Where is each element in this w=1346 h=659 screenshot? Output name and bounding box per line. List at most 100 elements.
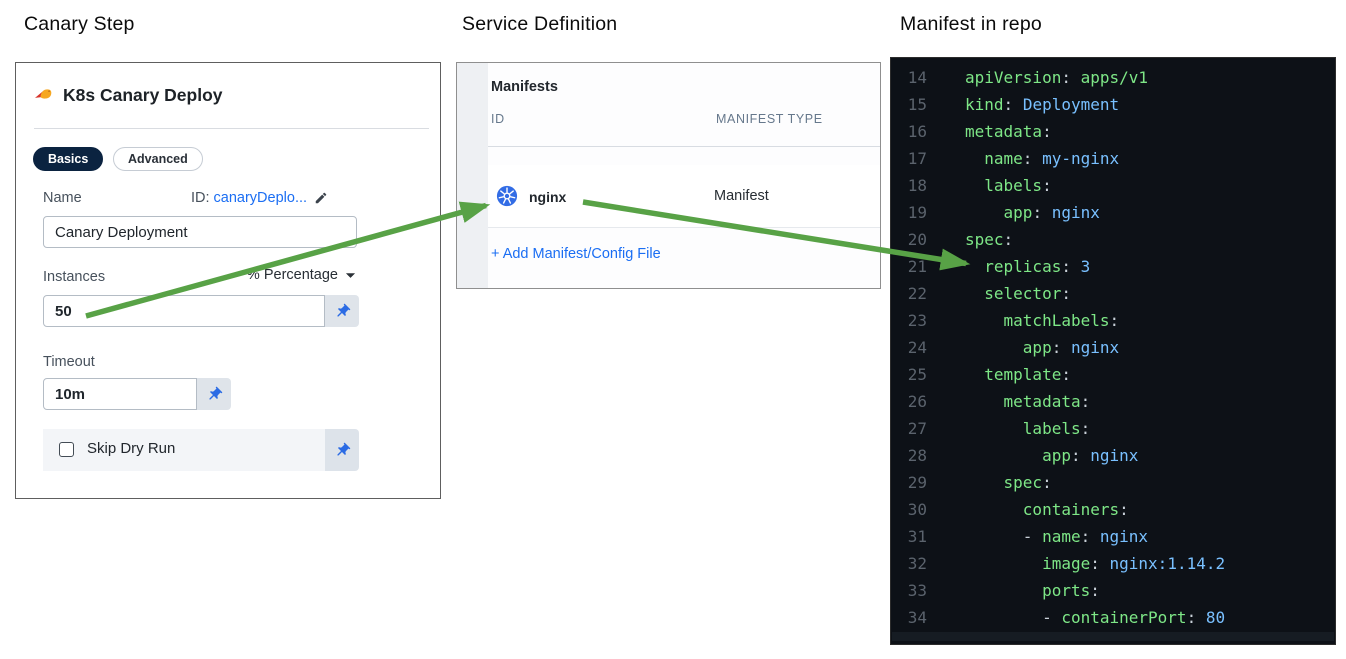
timeout-label: Timeout (43, 354, 95, 370)
manifest-id: nginx (529, 189, 567, 205)
line-number: 16 (907, 122, 927, 141)
code-text: app: nginx (1022, 338, 1120, 357)
percentage-dropdown-value: % Percentage (246, 267, 338, 283)
code-text: app: nginx (1042, 446, 1139, 465)
percentage-dropdown[interactable]: % Percentage (209, 267, 356, 283)
pin-button-timeout[interactable] (197, 378, 231, 410)
canary-bird-icon (34, 87, 53, 104)
timeout-input[interactable] (43, 378, 197, 410)
code-line: 21 replicas: 3 (891, 253, 1335, 280)
line-number: 18 (907, 176, 927, 195)
panel-left-gutter (457, 63, 488, 288)
line-number: 26 (907, 392, 927, 411)
manifest-row[interactable]: nginx Manifest (488, 165, 880, 228)
step-id-label: ID: (191, 190, 210, 206)
code-line: 26 metadata: (891, 388, 1335, 415)
kubernetes-icon (496, 185, 518, 207)
code-line: 28 app: nginx (891, 442, 1335, 469)
code-line: 31 - name: nginx (891, 523, 1335, 550)
pushpin-icon (336, 303, 350, 316)
line-number: 31 (907, 527, 927, 546)
code-line: 23 matchLabels: (891, 307, 1335, 334)
code-text: spec: (965, 230, 1014, 249)
line-number: 23 (907, 311, 927, 330)
code-text: ports: (1042, 581, 1100, 600)
line-number: 22 (907, 284, 927, 303)
code-text: kind: Deployment (965, 95, 1120, 114)
column-header-manifest-type: MANIFEST TYPE (716, 112, 823, 126)
line-number: 19 (907, 203, 927, 222)
code-text: - name: nginx (1022, 527, 1149, 546)
code-line: 16 metadata: (891, 118, 1335, 145)
code-line: 14 apiVersion: apps/v1 (891, 64, 1335, 91)
heading-service-definition: Service Definition (462, 13, 618, 35)
code-text: selector: (984, 284, 1071, 303)
code-line: 24 app: nginx (891, 334, 1335, 361)
heading-canary-step: Canary Step (24, 13, 135, 35)
line-number: 17 (907, 149, 927, 168)
pushpin-icon (208, 386, 222, 399)
manifest-type: Manifest (714, 188, 769, 204)
code-text: - containerPort: 80 (1042, 608, 1226, 627)
code-line: 32 image: nginx:1.14.2 (891, 550, 1335, 577)
manifests-title: Manifests (491, 79, 558, 95)
code-text: metadata: (965, 122, 1052, 141)
pin-button-skip-dry-run[interactable] (325, 429, 359, 471)
code-line: 30 containers: (891, 496, 1335, 523)
code-line: 19 app: nginx (891, 199, 1335, 226)
name-input[interactable] (43, 216, 357, 248)
skip-dry-run-label: Skip Dry Run (87, 440, 176, 457)
line-number: 32 (907, 554, 927, 573)
pushpin-icon (336, 442, 350, 455)
step-id: ID: canaryDeplo... (191, 190, 328, 206)
step-title: K8s Canary Deploy (63, 85, 223, 105)
code-text: labels: (1022, 419, 1091, 438)
horizontal-scrollbar[interactable] (892, 632, 1334, 641)
line-number: 24 (907, 338, 927, 357)
tab-basics[interactable]: Basics (33, 147, 104, 171)
column-header-id: ID (491, 112, 505, 126)
edit-pencil-icon[interactable] (314, 191, 328, 205)
table-header-divider (488, 146, 880, 147)
pin-button-instances[interactable] (325, 295, 359, 327)
line-number: 25 (907, 365, 927, 384)
code-text: matchLabels: (1003, 311, 1120, 330)
step-id-link[interactable]: canaryDeplo... (213, 190, 308, 206)
code-line: 34 - containerPort: 80 (891, 604, 1335, 631)
skip-dry-run-checkbox[interactable] (59, 442, 74, 457)
code-text: apiVersion: apps/v1 (965, 68, 1149, 87)
code-line: 15 kind: Deployment (891, 91, 1335, 118)
line-number: 34 (907, 608, 927, 627)
code-line: 29 spec: (891, 469, 1335, 496)
name-label: Name (43, 190, 82, 206)
code-line: 22 selector: (891, 280, 1335, 307)
add-manifest-link[interactable]: + Add Manifest/Config File (491, 246, 661, 262)
line-number: 14 (907, 68, 927, 87)
code-line: 17 name: my-nginx (891, 145, 1335, 172)
code-line: 25 template: (891, 361, 1335, 388)
line-number: 21 (907, 257, 927, 276)
instances-input[interactable] (43, 295, 325, 327)
instances-label: Instances (43, 269, 106, 285)
code-line: 18 labels: (891, 172, 1335, 199)
line-number: 33 (907, 581, 927, 600)
service-definition-panel: Manifests ID MANIFEST TYPE (456, 62, 881, 289)
code-text: name: my-nginx (984, 149, 1120, 168)
heading-manifest-in-repo: Manifest in repo (900, 13, 1042, 35)
code-line: 27 labels: (891, 415, 1335, 442)
line-number: 28 (907, 446, 927, 465)
code-line: 33 ports: (891, 577, 1335, 604)
code-text: labels: (984, 176, 1052, 195)
code-text: image: nginx:1.14.2 (1042, 554, 1226, 573)
code-text: app: nginx (1003, 203, 1100, 222)
line-number: 27 (907, 419, 927, 438)
line-number: 15 (907, 95, 927, 114)
code-text: containers: (1022, 500, 1129, 519)
skip-dry-run-row: Skip Dry Run (43, 429, 325, 471)
canary-step-panel: K8s Canary Deploy Basics Advanced Name I… (15, 62, 441, 499)
tab-advanced[interactable]: Advanced (113, 147, 203, 171)
